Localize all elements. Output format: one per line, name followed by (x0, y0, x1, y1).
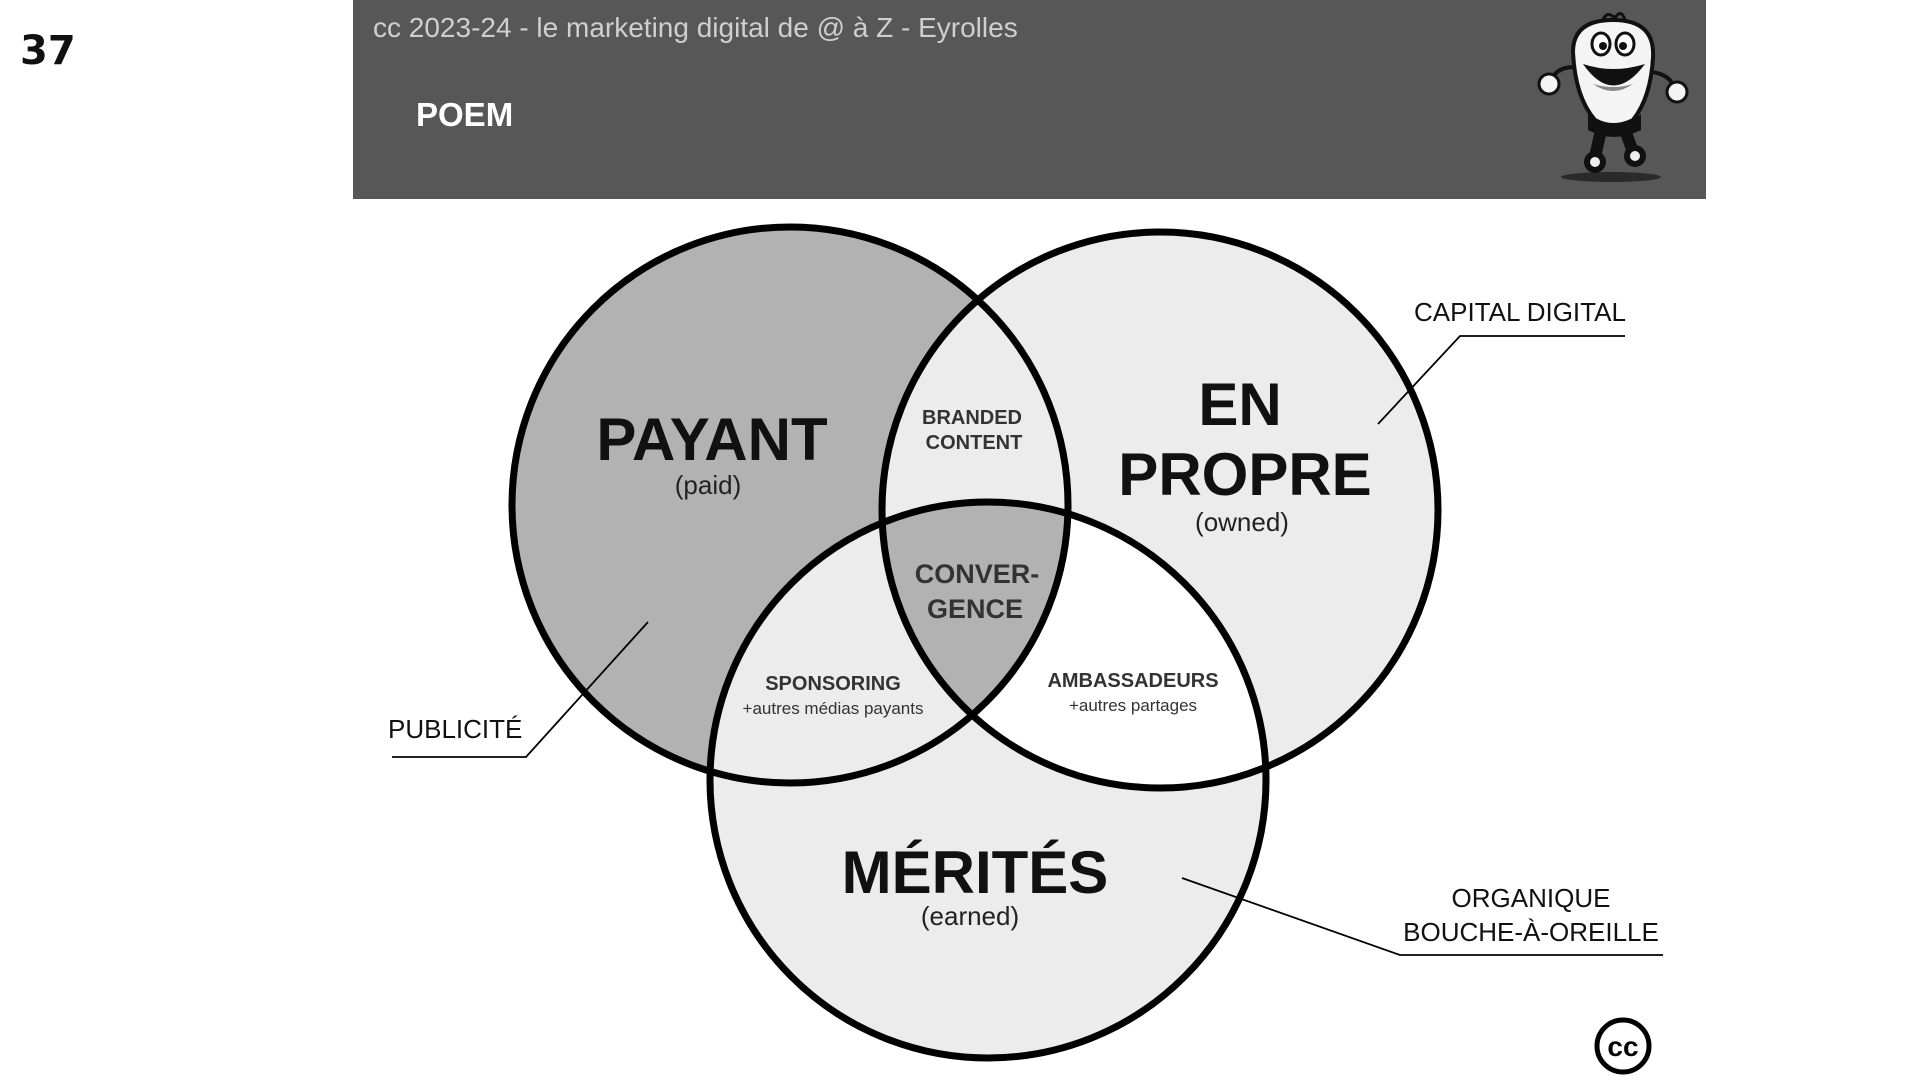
paid-subtitle: (paid) (675, 470, 741, 500)
header-banner: cc 2023-24 - le marketing digital de @ à… (353, 0, 1706, 199)
branded-content-line2: CONTENT (926, 432, 1023, 454)
earned-title: MÉRITÉS (842, 839, 1109, 906)
capital-digital-callout-line (1377, 335, 1625, 425)
cc-logo-text: cc (1607, 1031, 1638, 1062)
ambassadeurs-subtitle: +autres partages (1069, 696, 1197, 715)
organique-label-line2: BOUCHE-À-OREILLE (1403, 917, 1659, 947)
owned-subtitle: (owned) (1195, 507, 1289, 537)
sponsoring-title: SPONSORING (765, 673, 901, 695)
paid-title: PAYANT (596, 406, 827, 473)
convergence-line2: GENCE (927, 594, 1023, 624)
owned-circle-outline (878, 228, 1442, 792)
publicite-label: PUBLICITÉ (388, 714, 522, 744)
sponsoring-subtitle: +autres médias payants (743, 699, 924, 718)
slide-number: 37 (20, 28, 76, 74)
convergence-line1: CONVER- (915, 559, 1040, 589)
earned-circle-outline (706, 498, 1270, 1062)
organique-callout-line (1181, 877, 1663, 956)
header-title: cc 2023-24 - le marketing digital de @ à… (373, 12, 1018, 43)
owned-title-line1: EN (1198, 371, 1281, 438)
publicite-callout-line (392, 621, 649, 758)
mascot-icon (1537, 12, 1689, 182)
owned-title-line2: PROPRE (1118, 441, 1371, 508)
paid-circle-outline (508, 223, 1072, 787)
creative-commons-icon: cc (1594, 1017, 1652, 1075)
earned-subtitle: (earned) (921, 901, 1019, 931)
ambassadeurs-title: AMBASSADEURS (1047, 670, 1218, 692)
capital-digital-label: CAPITAL DIGITAL (1414, 297, 1626, 327)
header-subtitle: POEM (416, 96, 514, 133)
organique-label-line1: ORGANIQUE (1452, 883, 1611, 913)
branded-content-line1: BRANDED (922, 407, 1022, 429)
